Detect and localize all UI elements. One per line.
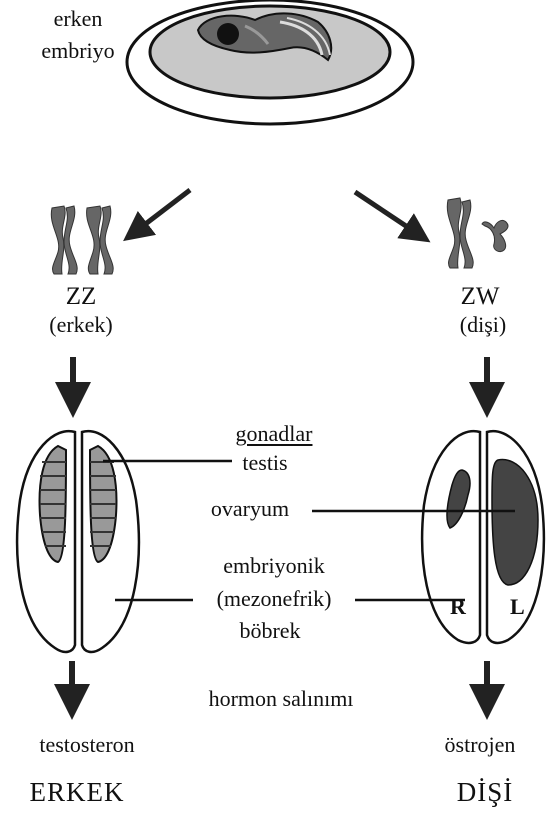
zz-chromosomes-icon bbox=[51, 206, 113, 274]
arrow-to-male bbox=[135, 190, 190, 232]
gonads-heading: gonadlar bbox=[236, 423, 313, 445]
zw-chromosomes-icon bbox=[447, 198, 508, 268]
estrogen-label: östrojen bbox=[445, 734, 516, 756]
female-sex-label: (dişi) bbox=[460, 314, 506, 336]
testis-label: testis bbox=[242, 452, 287, 474]
male-sex-label: (erkek) bbox=[49, 314, 113, 336]
early-embryo-illustration bbox=[127, 0, 413, 124]
ovary-label: ovaryum bbox=[211, 498, 289, 520]
male-result-label: ERKEK bbox=[30, 779, 125, 806]
testosterone-label: testosteron bbox=[39, 734, 134, 756]
arrow-to-female bbox=[355, 192, 418, 234]
kidney-label-line2: (mezonefrik) bbox=[217, 588, 332, 610]
female-result-label: DİŞİ bbox=[457, 779, 514, 806]
female-gonad-kidney-illustration bbox=[422, 431, 544, 643]
male-karyotype-label: ZZ bbox=[66, 284, 97, 309]
female-karyotype-label: ZW bbox=[461, 284, 500, 309]
early-embryo-label-line1: erken bbox=[54, 8, 103, 30]
early-embryo-label-line2: embriyo bbox=[41, 40, 114, 62]
kidney-label-line1: embriyonik bbox=[223, 555, 324, 577]
male-gonad-kidney-illustration bbox=[17, 431, 139, 652]
left-side-marker: L bbox=[510, 596, 525, 618]
kidney-label-line3: böbrek bbox=[239, 620, 300, 642]
hormone-release-label: hormon salınımı bbox=[209, 688, 354, 710]
right-side-marker: R bbox=[450, 596, 466, 618]
